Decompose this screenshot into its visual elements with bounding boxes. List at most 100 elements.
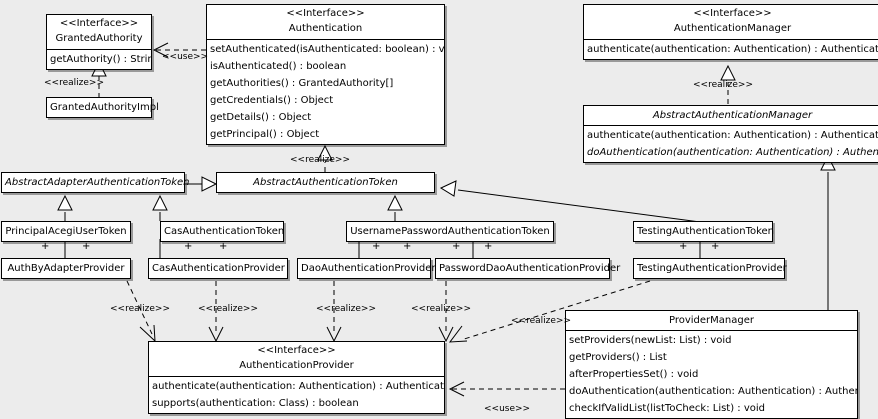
link-testingauthenticationprovider-realizes-authenticationprovider	[448, 280, 651, 343]
assoc-marker-plus: +	[679, 241, 688, 252]
class-box-testing-authentication-provider[interactable]: TestingAuthenticationProvider	[633, 258, 787, 279]
class-name-label: AuthenticationManager	[673, 23, 792, 34]
class-box-auth-by-adapter-provider[interactable]: AuthByAdapterProvider	[1, 258, 131, 279]
link-testingauthenticationtoken-extends-abstractauthenticationtoken	[439, 180, 701, 223]
class-box-abstract-adapter-authentication-token[interactable]: AbstractAdapterAuthenticationToken	[1, 172, 190, 193]
class-box-granted-authority-impl[interactable]: GrantedAuthorityImpl	[46, 97, 159, 118]
class-name-label: Authentication	[288, 23, 363, 34]
class-box-authentication-provider[interactable]: <<Interface>> AuthenticationProvider aut…	[148, 341, 445, 414]
class-name-label: AuthByAdapterProvider	[7, 263, 125, 274]
class-name-label: GrantedAuthority	[55, 33, 143, 44]
link-providermanager-extends-abstractauthenticationmanager	[820, 154, 836, 310]
class-box-provider-manager[interactable]: ProviderManager setProviders(newList: Li…	[565, 310, 858, 419]
class-header-granted-authority: <<Interface>> GrantedAuthority	[47, 15, 151, 49]
class-name-label: UsernamePasswordAuthenticationToken	[350, 226, 550, 237]
assoc-marker-plus: +	[372, 241, 381, 252]
edge-label-realize-dao: <<realize>>	[316, 304, 376, 314]
link-usernamepasswordtoken-extends-abstractauthenticationtoken	[387, 194, 403, 221]
class-name-label: DaoAuthenticationProvider	[301, 263, 436, 274]
class-box-abstract-authentication-token[interactable]: AbstractAuthenticationToken	[216, 172, 435, 193]
method-row: doAuthentication(authentication: Authent…	[569, 386, 857, 397]
method-row: isAuthenticated() : boolean	[210, 61, 347, 72]
class-methods-provider-manager: setProviders(newList: List) : void getPr…	[566, 330, 857, 418]
stereotype-label: <<Interface>>	[59, 18, 139, 29]
class-box-granted-authority[interactable]: <<Interface>> GrantedAuthority getAuthor…	[46, 14, 152, 70]
assoc-marker-plus: +	[82, 241, 91, 252]
class-name-label: CasAuthenticationProvider	[152, 263, 285, 274]
class-name-label: ProviderManager	[668, 315, 754, 326]
class-box-authentication[interactable]: <<Interface>> Authentication setAuthenti…	[206, 4, 445, 145]
assoc-marker-plus: +	[452, 241, 461, 252]
class-header-authentication: <<Interface>> Authentication	[207, 5, 444, 39]
class-name-label: AbstractAdapterAuthenticationToken	[5, 177, 190, 188]
link-principalacegiusertoken-extends-abstractadaptertoken	[57, 194, 73, 221]
assoc-marker-plus: +	[484, 241, 493, 252]
method-row: authenticate(authentication: Authenticat…	[587, 44, 878, 55]
edge-label-realize-abstractauthenticationmanager: <<realize>>	[693, 80, 753, 90]
class-box-username-password-authentication-token[interactable]: UsernamePasswordAuthenticationToken	[346, 221, 554, 242]
method-row: authenticate(authentication: Authenticat…	[152, 381, 444, 392]
assoc-marker-plus: +	[41, 241, 50, 252]
class-box-abstract-authentication-manager[interactable]: AbstractAuthenticationManager authentica…	[583, 105, 878, 163]
class-header-authentication-manager: <<Interface>> AuthenticationManager	[584, 5, 878, 39]
method-row: setProviders(newList: List) : void	[569, 335, 732, 346]
class-box-cas-authentication-provider[interactable]: CasAuthenticationProvider	[148, 258, 288, 279]
class-methods-authentication: setAuthenticated(isAuthenticated: boolea…	[207, 39, 444, 144]
assoc-marker-plus: +	[403, 241, 412, 252]
class-methods-authentication-provider: authenticate(authentication: Authenticat…	[149, 376, 444, 413]
class-name-label: CasAuthenticationToken	[164, 226, 285, 237]
edge-label-realize-abstractauthenticationtoken: <<realize>>	[290, 155, 350, 165]
method-row: getAuthority() : String	[50, 54, 151, 65]
assoc-marker-plus: +	[219, 241, 228, 252]
link-casauthenticationtoken-extends-abstractauthenticationtoken	[152, 194, 168, 221]
class-name-label: GrantedAuthorityImpl	[50, 102, 159, 113]
class-name-label: TestingAuthenticationProvider	[637, 263, 787, 274]
class-methods-abstract-authentication-manager: authenticate(authentication: Authenticat…	[584, 125, 878, 162]
link-abstractauthenticationtoken-realizes-authentication	[317, 144, 333, 172]
class-name-label: AbstractAuthenticationToken	[253, 177, 398, 188]
edge-label-realize-authbyadapter: <<realize>>	[110, 304, 170, 314]
edge-label-realize-testing: <<realize>>	[511, 316, 571, 326]
edge-label-realize-passworddao: <<realize>>	[411, 304, 471, 314]
method-row: getAuthorities() : GrantedAuthority[]	[210, 78, 394, 89]
link-abstractauthenticationmanager-realizes-authenticationmanager	[720, 64, 736, 104]
class-box-password-dao-authentication-provider[interactable]: PasswordDaoAuthenticationProvider	[435, 258, 621, 279]
class-methods-granted-authority: getAuthority() : String	[47, 49, 151, 69]
stereotype-label: <<Interface>>	[257, 345, 336, 356]
link-abstractadaptertoken-extends-abstractauthenticationtoken	[185, 176, 218, 192]
class-box-dao-authentication-provider[interactable]: DaoAuthenticationProvider	[297, 258, 436, 279]
method-row: setAuthenticated(isAuthenticated: boolea…	[210, 44, 444, 55]
method-row: getPrincipal() : Object	[210, 129, 320, 140]
edge-label-realize-grantedauthorityimpl: <<realize>>	[44, 78, 104, 88]
assoc-marker-plus: +	[184, 241, 193, 252]
link-providermanager-uses-authenticationprovider	[448, 381, 565, 397]
class-name-label: PasswordDaoAuthenticationProvider	[439, 263, 621, 274]
method-row: checkIfValidList(listToCheck: List) : vo…	[569, 403, 766, 414]
class-name-label: AbstractAuthenticationManager	[652, 110, 813, 121]
edge-label-use-providermanager-authenticationprovider: <<use>>	[484, 404, 531, 414]
class-name-label: TestingAuthenticationToken	[637, 226, 775, 237]
method-row: authenticate(authentication: Authenticat…	[587, 130, 878, 141]
link-passworddaoauthenticationprovider-realizes-authenticationprovider	[438, 281, 454, 343]
class-box-principal-acegi-user-token[interactable]: PrincipalAcegiUserToken	[1, 221, 131, 242]
edge-label-realize-cas: <<realize>>	[198, 304, 258, 314]
method-row: getCredentials() : Object	[210, 95, 334, 106]
class-box-testing-authentication-token[interactable]: TestingAuthenticationToken	[633, 221, 775, 242]
class-header-authentication-provider: <<Interface>> AuthenticationProvider	[149, 342, 444, 376]
method-row: getDetails() : Object	[210, 112, 312, 123]
link-authentication-uses-grantedauthority	[152, 42, 206, 58]
class-name-label: PrincipalAcegiUserToken	[5, 226, 127, 237]
class-methods-authentication-manager: authenticate(authentication: Authenticat…	[584, 39, 878, 59]
stereotype-label: <<Interface>>	[286, 8, 365, 19]
class-box-cas-authentication-token[interactable]: CasAuthenticationToken	[160, 221, 284, 242]
method-row: afterPropertiesSet() : void	[569, 369, 699, 380]
method-row: supports(authentication: Class) : boolea…	[152, 398, 359, 409]
class-name-label: AuthenticationProvider	[239, 360, 354, 371]
class-box-authentication-manager[interactable]: <<Interface>> AuthenticationManager auth…	[583, 4, 878, 60]
edge-label-use-authentication-grantedauthority: <<use>>	[162, 52, 209, 62]
assoc-marker-plus: +	[711, 241, 720, 252]
stereotype-label: <<Interface>>	[693, 8, 772, 19]
method-row: getProviders() : List	[569, 352, 667, 363]
